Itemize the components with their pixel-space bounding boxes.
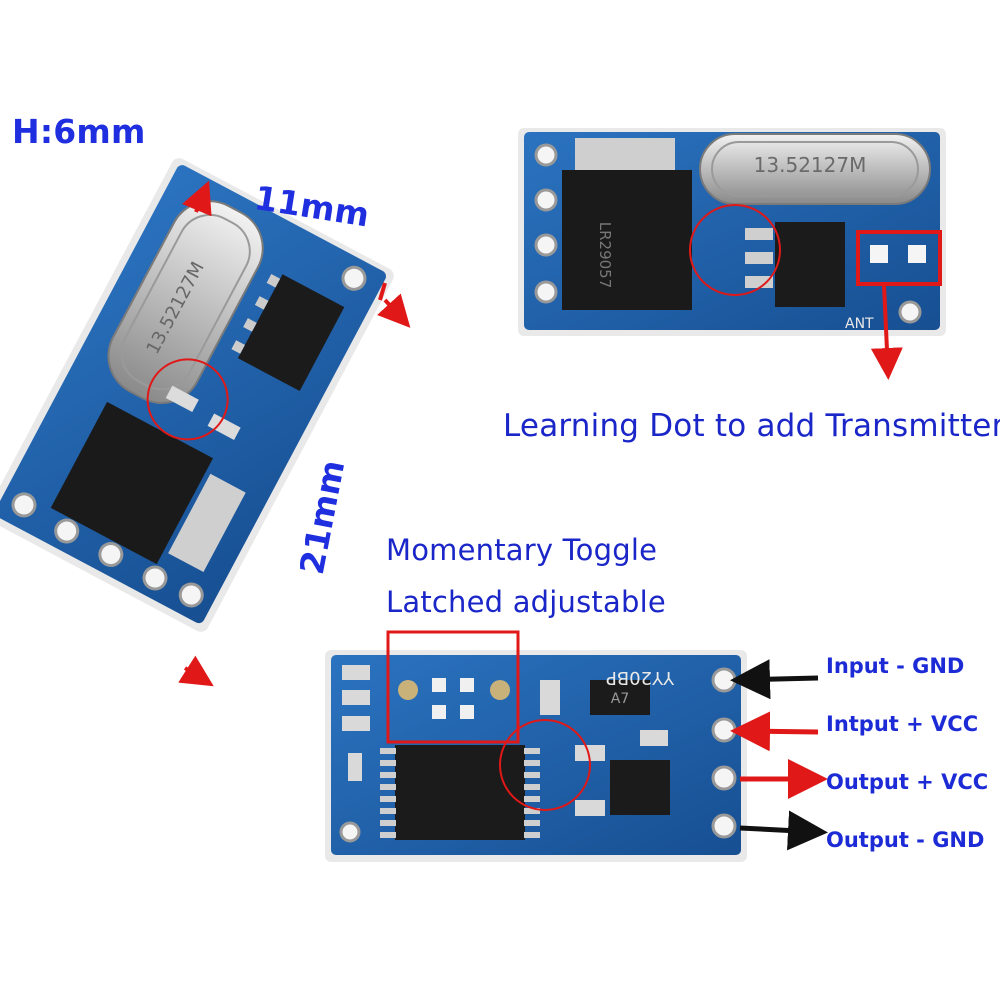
ant-marking: ANT	[845, 316, 874, 332]
pin-arrow-input-gnd	[730, 659, 819, 700]
mode-label-line2: Latched adjustable	[386, 585, 666, 619]
learning-dot-arrow	[870, 284, 903, 380]
pin-label-input-gnd: Input - GND	[826, 654, 965, 678]
pin-arrow-output-gnd	[739, 810, 828, 851]
receiver-board-bottom: A7 YY20BP	[325, 650, 747, 862]
pin-arrow-input-vcc	[730, 711, 819, 752]
receiver-board-angled: 13.52127M	[0, 158, 394, 632]
learning-dot-highlight	[856, 230, 942, 286]
mode-label-line1: Momentary Toggle	[386, 533, 658, 567]
receiver-board-top: LR29057 13.52127M ANT	[518, 128, 946, 336]
pin-label-output-vcc: Output + VCC	[826, 770, 989, 794]
dimension-arrows	[178, 180, 411, 687]
crystal-marking-top: 13.52127M	[754, 153, 867, 177]
pin-label-input-vcc: Intput + VCC	[826, 712, 979, 736]
chip-code: A7	[611, 691, 629, 707]
height-label: H:6mm	[12, 112, 146, 151]
pin-label-output-gnd: Output - GND	[826, 828, 985, 852]
model-marking: YY20BP	[606, 667, 675, 688]
learning-dot-label: Learning Dot to add Transmitter	[503, 408, 1000, 444]
mode-jumper-highlight	[386, 630, 520, 744]
regulator-marking: LR29057	[596, 222, 614, 289]
